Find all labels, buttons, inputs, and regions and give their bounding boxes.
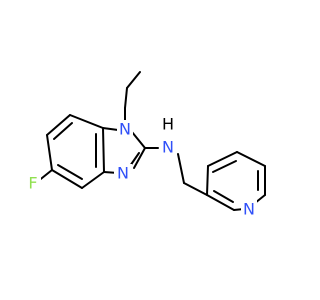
fluorine-label: F [28,174,37,193]
bond-c7-c6 [46,114,71,136]
bond-n1-c7a [102,127,119,131]
bond-ch2-pyridine [183,182,208,196]
bond-py-c3-c4 [206,165,209,196]
bond-c7a-c7 [69,114,104,129]
bond-c2-n3 [133,147,146,169]
n3-label-bg [114,164,132,184]
bond-py-c2-c3-double [213,190,234,203]
fluorine-label-bg [25,174,41,194]
molecule-canvas: N N N H F N [25,71,266,220]
bond-py-c5-c6 [236,151,266,167]
bond-c7-c6-double [53,122,73,140]
molecule-structure: N N N H F N [25,71,266,220]
amine-n-label: N [162,138,174,157]
bond-py-c4-c5 [207,151,238,167]
n3-label: N [117,164,129,183]
amine-n-label-bg [160,139,176,157]
amine-h-label-bg [160,116,176,136]
pyridine-n-label-bg [241,200,257,220]
bond-py-c2-c3 [206,194,235,211]
bond-n1-c2 [131,131,146,149]
n1-label: N [119,120,131,139]
bond-c5-c4 [51,169,83,189]
amine-h-label: H [162,115,174,134]
bond-py-c4-c5-double [212,160,237,173]
bond-nh-ch2 [177,153,185,184]
bond-ethyl-ch3-end [126,71,141,89]
bond-c2-n3-double [129,152,140,167]
pyridine-n-label: N [243,200,255,219]
bond-c3a-c7a [102,127,105,173]
bond-c5-c4-double [57,164,83,180]
bond-c4-c3a [81,171,105,189]
bond-ethyl-ch2-ch3 [124,87,128,109]
n1-label-bg [117,120,133,140]
bond-c6-c5 [46,134,53,171]
